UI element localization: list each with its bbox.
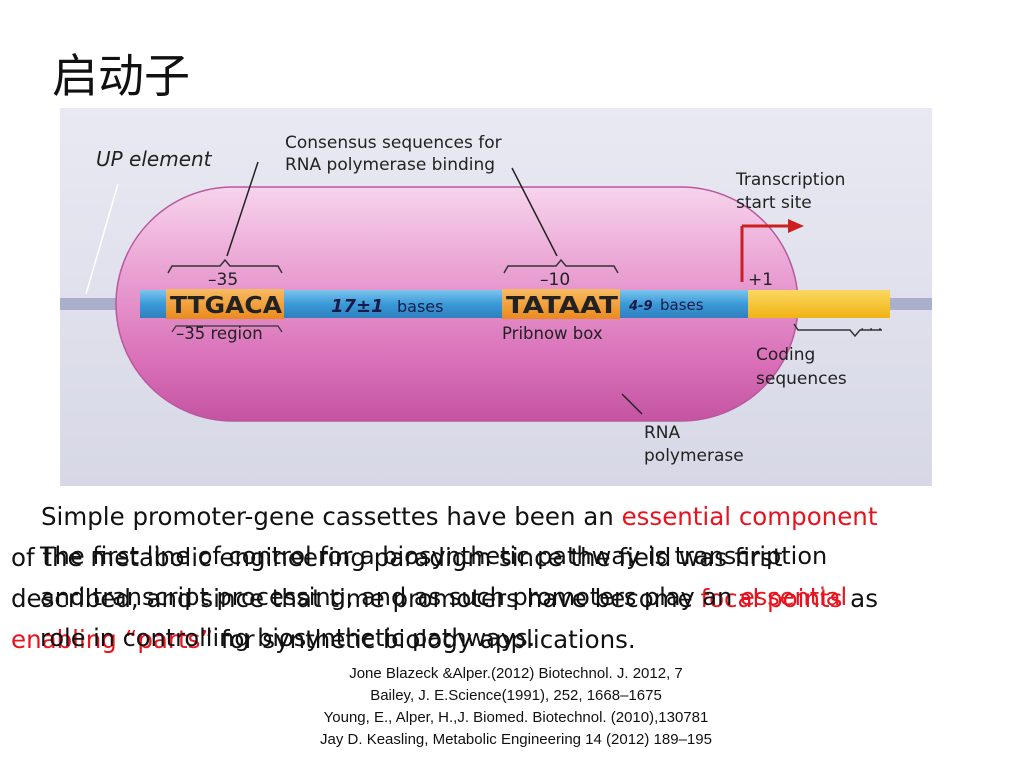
promoter-diagram-svg: TTGACA TATAAT 17±1 bases 4-9 bases UP el… bbox=[60, 108, 932, 486]
minus10-sequence: TATAAT bbox=[506, 293, 618, 319]
coding-label-line2: sequences bbox=[756, 369, 847, 389]
paragraph-control-line2: and transcript processing, and as such p… bbox=[40, 577, 847, 618]
spacer-unit: bases bbox=[397, 297, 443, 316]
paragraph-first-line-control: The first line of control for a biosynth… bbox=[40, 536, 847, 659]
references: Jone Blazeck &Alper.(2012) Biotechnol. J… bbox=[0, 663, 1024, 751]
plus1-label: +1 bbox=[748, 270, 773, 290]
promoter-diagram: TTGACA TATAAT 17±1 bases 4-9 bases UP el… bbox=[60, 108, 932, 486]
highlight-essential-component: essential component bbox=[622, 502, 878, 531]
minus35-region-label: –35 region bbox=[176, 324, 263, 343]
coding-sequence-segment bbox=[748, 290, 890, 318]
up-element-label: UP element bbox=[96, 147, 213, 171]
consensus-label-line2: RNA polymerase binding bbox=[285, 155, 495, 175]
tss-label-line2: start site bbox=[736, 193, 812, 213]
consensus-label-line1: Consensus sequences for bbox=[285, 133, 502, 153]
spacer-length: 17±1 bbox=[331, 296, 384, 317]
minus10-position: –10 bbox=[540, 270, 570, 290]
reference-item: Jay D. Keasling, Metabolic Engineering 1… bbox=[0, 729, 1024, 751]
highlight-essential: essential bbox=[740, 583, 847, 611]
reference-item: Jone Blazeck &Alper.(2012) Biotechnol. J… bbox=[0, 663, 1024, 685]
paragraph-cassettes-line1: Simple promoter-gene cassettes have been… bbox=[11, 496, 878, 537]
coding-label-line1: Coding bbox=[756, 345, 815, 365]
reference-item: Bailey, J. E.Science(1991), 252, 1668–16… bbox=[0, 685, 1024, 707]
rnap-label-line2: polymerase bbox=[644, 446, 744, 466]
tss-label-line1: Transcription bbox=[735, 170, 845, 190]
slide-title: 启动子 bbox=[52, 40, 190, 106]
reference-item: Young, E., Alper, H.,J. Biomed. Biotechn… bbox=[0, 707, 1024, 729]
paragraph-control-line3: role in controlling biosynthetic pathway… bbox=[40, 618, 847, 659]
pribnow-box-label: Pribnow box bbox=[502, 324, 603, 343]
rnap-label-line1: RNA bbox=[644, 423, 681, 443]
minus35-position: –35 bbox=[208, 270, 238, 290]
post-spacer-length: 4-9 bbox=[628, 299, 653, 314]
post-spacer-unit: bases bbox=[660, 296, 704, 314]
paragraph-control-line1: The first line of control for a biosynth… bbox=[40, 536, 847, 577]
minus35-sequence: TTGACA bbox=[170, 293, 282, 319]
coding-ellipsis: · · · bbox=[860, 322, 882, 338]
